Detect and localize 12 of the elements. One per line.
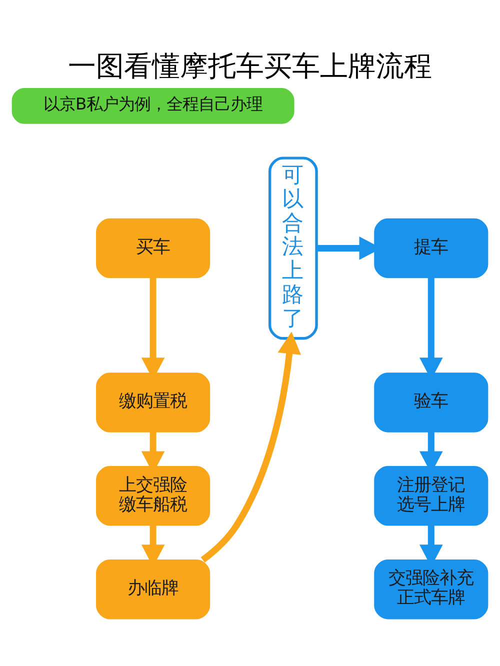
node-box: 交强险补充正式车牌 [374, 558, 488, 619]
arrow [200, 331, 301, 562]
node-box: 买车 [96, 218, 210, 278]
node-box: 验车 [374, 372, 488, 432]
node-box: 办临牌 [96, 558, 210, 619]
node-box: 上交强险缴车船税 [96, 466, 210, 526]
node-box: 注册登记选号上牌 [374, 466, 488, 526]
diagram-title: 一图看懂摩托车买车上牌流程 [68, 48, 432, 82]
node-box: 可以合法上路了 [268, 156, 318, 340]
node-box: 缴购置税 [96, 372, 210, 432]
node-box: 以京B私户为例，全程自己办理 [12, 88, 294, 124]
node-box: 提车 [374, 218, 488, 278]
